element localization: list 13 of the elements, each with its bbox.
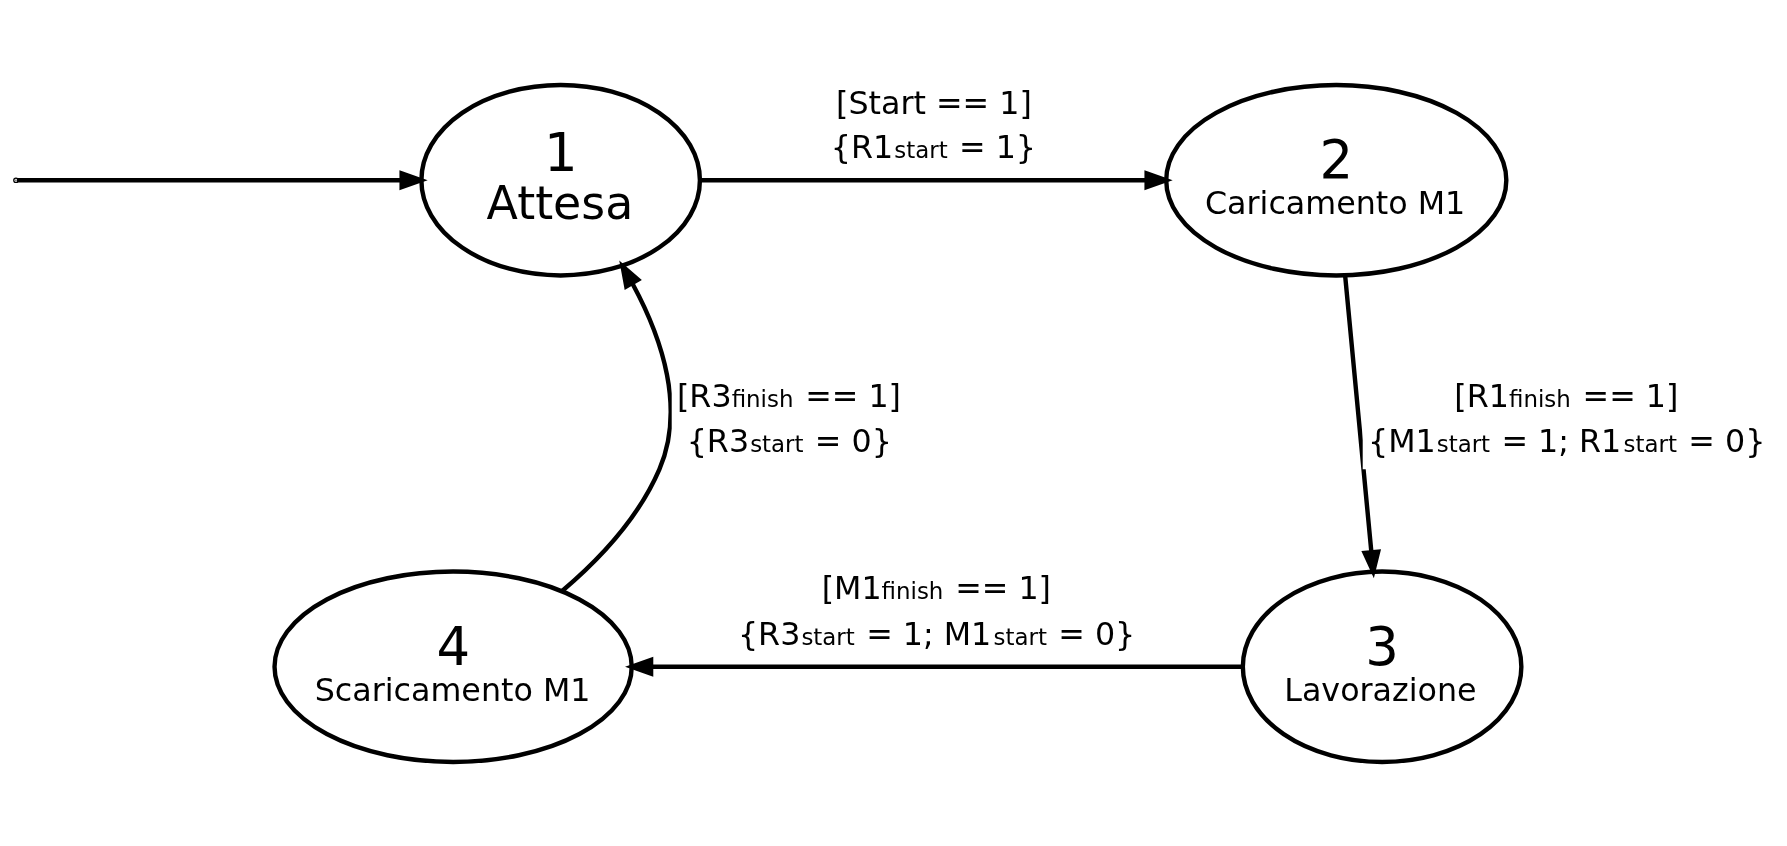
edge-label: [R3finish == 1] {R3start = 0} xyxy=(677,377,901,459)
edge-label: [Start == 1] {R1start = 1} xyxy=(830,84,1037,165)
edge-label: [M1finish == 1] {R3start = 1; M1start = 0} xyxy=(737,569,1136,652)
edge-label: [R1finish == 1] {M1start = 1; R1start = 0} xyxy=(1368,377,1766,459)
arrow xyxy=(560,259,673,593)
arrow xyxy=(17,169,428,190)
node-ellipse: 1 Attesa xyxy=(419,82,703,278)
node-ellipse: 4 Scaricamento M1 xyxy=(272,568,634,764)
arrow xyxy=(1342,274,1382,578)
node-ellipse: 2 Caricamento M1 xyxy=(1164,82,1509,278)
arrow xyxy=(700,169,1173,190)
node-ellipse: 3 Lavorazione xyxy=(1240,568,1524,764)
arrow xyxy=(625,656,1243,677)
